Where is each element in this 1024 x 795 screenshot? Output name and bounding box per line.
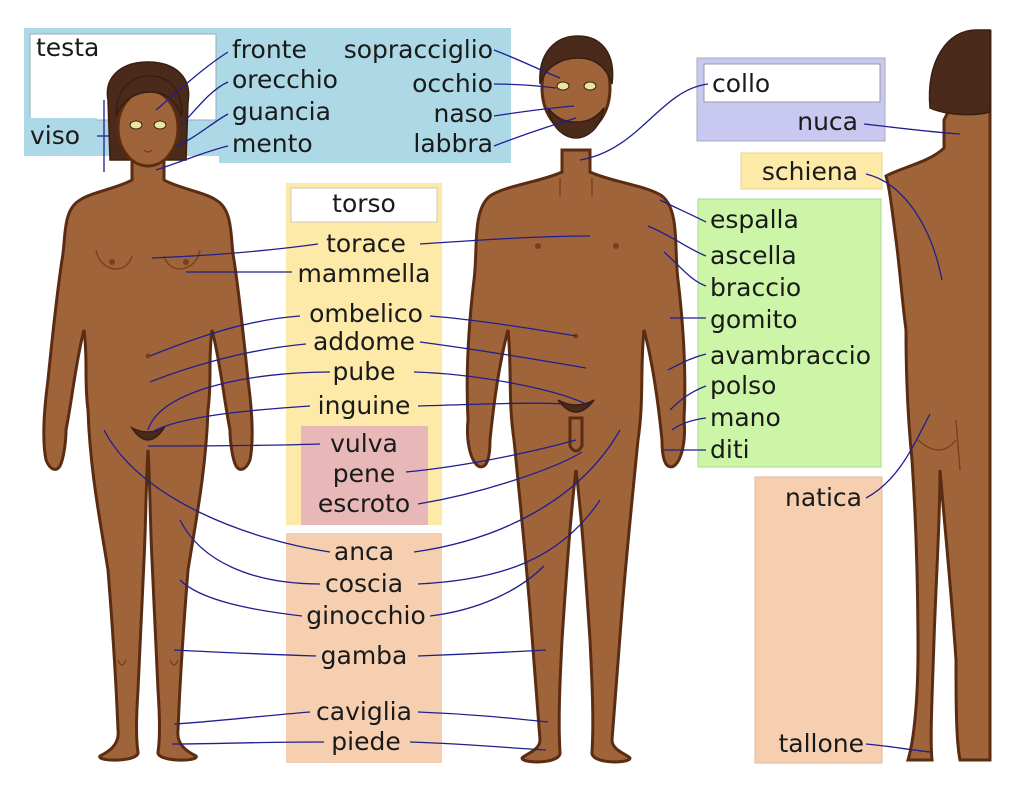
label-viso: viso [30,121,80,150]
label-anca: anca [334,537,394,566]
label-mammella: mammella [298,259,431,288]
woman-face [116,88,180,168]
arm-box [697,198,882,468]
torso-inner-box [290,187,438,223]
label-coscia: coscia [325,569,403,598]
label-addome: addome [313,327,415,356]
label-torso: torso [332,189,396,218]
label-schiena: schiena [762,157,858,186]
label-natica: natica [785,483,862,512]
back-figure [884,29,992,762]
label-vulva: vulva [330,429,398,458]
label-boxes [24,28,886,764]
label-diti: diti [710,435,750,464]
label-caviglia: caviglia [316,697,412,726]
woman-figure [42,61,254,762]
label-ascella: ascella [710,241,797,270]
label-torace: torace [326,229,406,258]
woman-body [42,156,254,762]
head-box-labels [219,28,511,163]
label-mento: mento [232,129,313,158]
label-avambraccio: avambraccio [710,341,871,370]
label-sopracciglio: sopracciglio [344,35,493,64]
label-pene: pene [333,459,395,488]
label-occhio: occhio [412,69,493,98]
label-guancia: guancia [232,97,331,126]
label-braccio: braccio [710,273,801,302]
viso-box [24,118,97,154]
label-gomito: gomito [710,305,798,334]
label-nuca: nuca [797,107,858,136]
labels: testa viso fronte orecchio guancia mento… [30,33,871,758]
leg-box [286,533,442,763]
label-testa: testa [36,33,99,62]
label-collo: collo [712,69,770,98]
label-piede: piede [331,727,400,756]
label-mano: mano [710,403,781,432]
label-tallone: tallone [778,729,864,758]
genital-box [301,426,428,525]
label-orecchio: orecchio [232,65,338,94]
label-fronte: fronte [232,35,307,64]
label-naso: naso [434,99,494,128]
leader-lines [97,49,961,753]
label-gamba: gamba [321,641,408,670]
label-ombelico: ombelico [309,299,423,328]
label-escroto: escroto [318,489,410,518]
label-inguine: inguine [318,391,411,420]
label-espalla: espalla [710,205,799,234]
schiena-box [740,152,883,190]
label-pube: pube [333,357,396,386]
back-body [884,29,992,762]
label-polso: polso [710,371,776,400]
collo-inner-box [703,63,881,103]
buttock-box [754,476,883,764]
label-labbra: labbra [413,129,493,158]
label-ginocchio: ginocchio [306,601,426,630]
